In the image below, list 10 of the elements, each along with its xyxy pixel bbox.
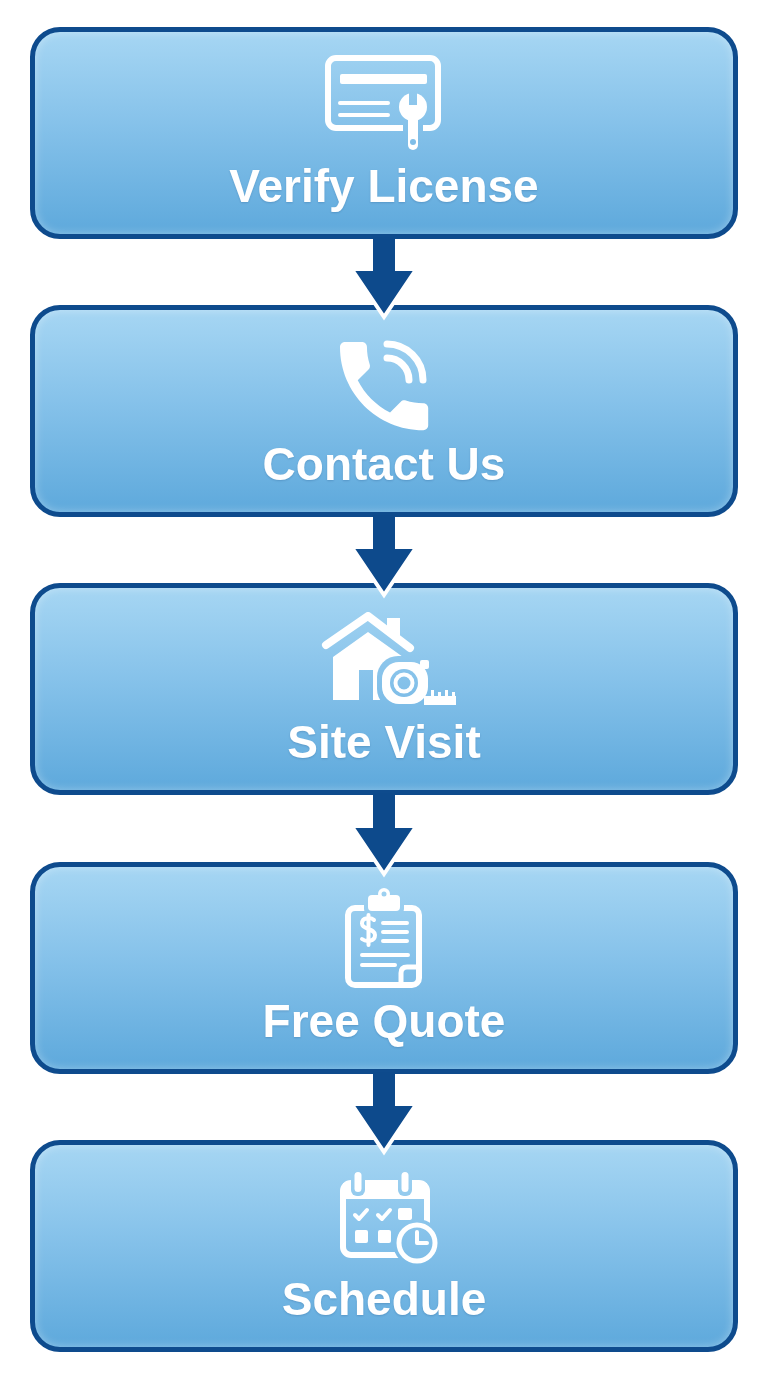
step-label: Schedule	[281, 1272, 487, 1326]
step-label: Verify License	[229, 159, 539, 213]
process-box	[30, 1140, 738, 1352]
process-box	[30, 305, 738, 517]
process-box	[30, 583, 738, 795]
step-label: Free Quote	[262, 994, 506, 1048]
step-label: Contact Us	[262, 437, 506, 491]
process-box	[30, 862, 738, 1074]
step-label: Site Visit	[287, 715, 481, 769]
process-box	[30, 27, 738, 239]
